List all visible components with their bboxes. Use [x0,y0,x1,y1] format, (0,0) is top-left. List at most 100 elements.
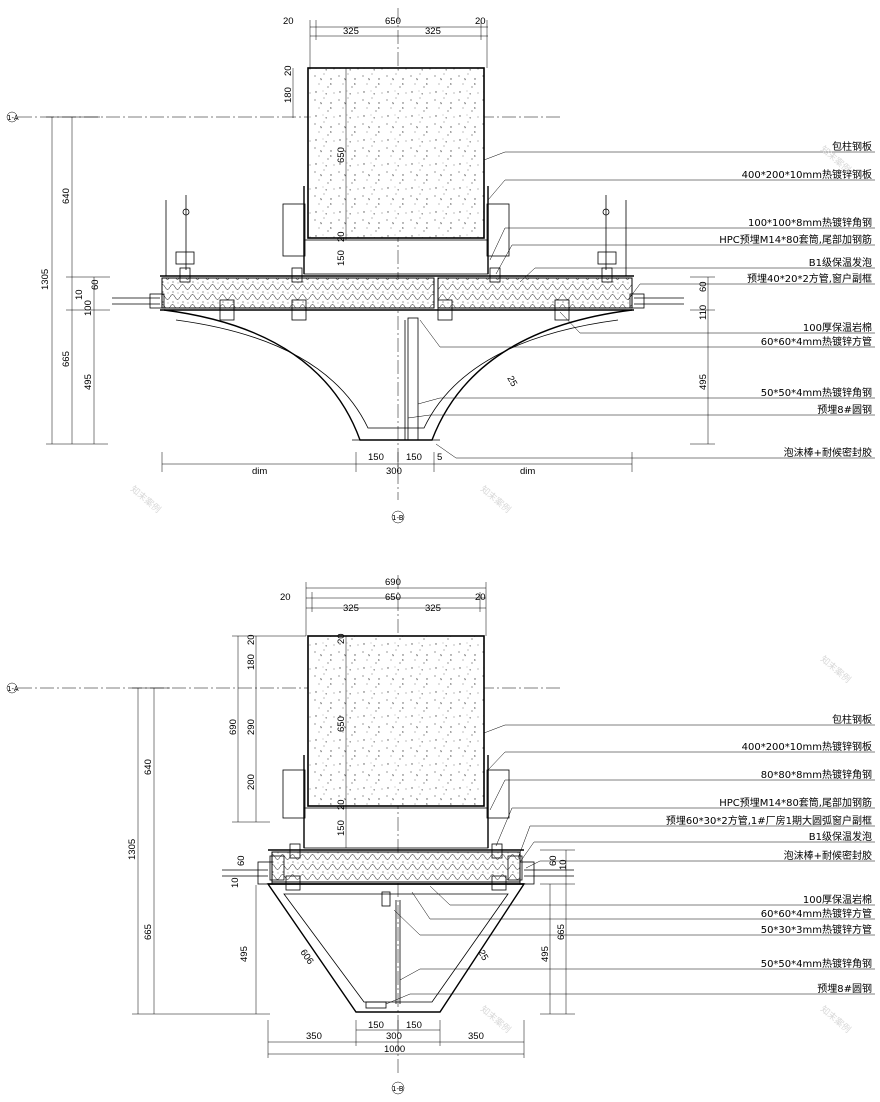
dim-text: 640 [143,759,154,775]
dim-text: 150 [406,1020,422,1031]
dim-text: 325 [343,26,359,37]
detail-2-callout-leaders [385,724,875,1005]
dim-text: 665 [61,351,72,367]
detail-1: 20 650 20 325 325 1-A 1-B [6,8,875,524]
axis-b-tag: 1-B [392,1085,404,1093]
dim-text: 290 [246,719,257,735]
callout-label: 100*100*8mm热镀锌角钢 [748,216,872,229]
callout-label: 预埋60*30*2方管,1#厂房1期大圆弧窗户副框 [666,814,872,827]
axis-a-tag: 1-A [7,114,19,122]
dim-text: 20 [246,634,257,645]
detail-2: 690 20 650 20 325 325 1-A 1-B [6,575,875,1095]
dim-text: 495 [83,374,94,390]
dim-text: 10 [558,859,569,870]
detail-1-callout-labels: 包柱钢板 400*200*10mm热镀锌钢板 100*100*8mm热镀锌角钢 … [719,140,872,459]
callout-label: 60*60*4mm热镀锌方管 [761,335,872,348]
callout-label: B1级保温发泡 [809,830,872,843]
dim-text: 665 [556,924,567,940]
watermarks: 知末案例 知末案例 知末案例 知末案例 知末案例 知末案例 [128,143,853,1035]
dim-text: 150 [368,1020,384,1031]
callout-label: 100厚保温岩棉 [803,321,872,334]
callout-label: 泡沫棒+耐候密封胶 [784,849,872,862]
detail-2-column-dimensions: 20 650 20 150 [336,633,347,848]
dim-text: 20 [283,65,294,76]
callout-label: 预埋8#圆钢 [817,403,872,416]
dim-text: 60 [236,855,247,866]
callout-label: B1级保温发泡 [809,256,872,269]
callout-label: 预埋40*20*2方管,窗户副框 [747,272,872,285]
detail-2-left-dimensions: 1305 640 665 690 180 290 200 20 60 10 49… [127,634,306,1015]
callout-label: 60*60*4mm热镀锌方管 [761,907,872,920]
dim-text: 20 [280,592,291,603]
dim-text: 60 [698,281,709,292]
dim-text: 180 [283,87,294,103]
detail-1-left-dimensions: 1305 640 665 10 100 60 495 [40,116,110,445]
angle-label: 25 [475,948,490,963]
dim-text: 5 [437,452,442,463]
detail-2-callout-labels: 包柱钢板 400*200*10mm热镀锌钢板 80*80*8mm热镀锌角钢 HP… [666,713,872,995]
dim-text: 100 [83,300,94,316]
dim-text: 495 [698,374,709,390]
angle-label: 25 [504,374,519,389]
detail-1-axis-b: 1-B [391,510,405,524]
callout-label: 包柱钢板 [832,713,872,726]
dim-text: 150 [336,820,347,836]
axis-b-tag: 1-B [392,514,404,522]
dim-text: 1305 [127,839,138,860]
dim-text: 690 [385,577,401,588]
dim-text: dim [252,466,267,477]
dim-text: dim [520,466,535,477]
dim-text: 650 [336,716,347,732]
detail-2-axis-b: 1-B [391,1081,405,1095]
detail-2-concrete-column [307,635,485,807]
callout-label: 50*30*3mm热镀锌方管 [761,923,872,936]
watermark-text: 知末案例 [128,483,163,515]
detail-2-trapezoid-shell [266,883,526,1013]
dim-text: 150 [406,452,422,463]
watermark-text: 知末案例 [818,653,853,685]
detail-2-steel-plate-right [486,769,510,819]
dim-text: 300 [386,1031,402,1042]
detail-1-steel-plate-right [486,203,510,257]
callout-label: 50*50*4mm热镀锌角钢 [761,386,872,399]
dim-text: 200 [246,774,257,790]
dim-text: 325 [343,603,359,614]
dim-text: 20 [283,16,294,27]
detail-1-steel-plate-left [282,203,306,257]
detail-2-steel-plate-left [282,769,306,819]
detail-1-insulation-slab-left [161,277,435,309]
dim-text: 150 [336,250,347,266]
callout-label: 包柱钢板 [832,140,872,153]
dim-text: 650 [336,147,347,163]
dim-text: 20 [475,592,486,603]
detail-2-window-frames [222,861,574,885]
watermark-text: 知末案例 [478,483,513,515]
detail-1-concrete-column [307,67,485,239]
detail-2-top-dimensions: 690 20 650 20 325 325 [280,577,487,636]
detail-2-insulation-slab [271,851,521,883]
detail-1-bottom-dimensions: 150 150 300 5 dim dim [161,452,633,477]
callout-label: HPC预埋M14*80套筒,尾部加钢筋 [719,796,872,809]
dim-text: 10 [74,289,85,300]
dim-text: 20 [336,633,347,644]
callout-label: 400*200*10mm热镀锌钢板 [742,740,872,753]
detail-1-column-dimensions: 20 180 650 20 150 [283,65,347,266]
callout-label: 泡沫棒+耐候密封胶 [784,446,872,459]
detail-1-column-base [303,239,489,275]
detail-1-right-dimensions: 60 110 495 [690,276,715,445]
axis-a-tag: 1-A [7,685,19,693]
callout-label: 400*200*10mm热镀锌钢板 [742,168,872,181]
dim-text: 350 [468,1031,484,1042]
detail-1-window-frames [112,293,684,309]
dim-text: 1305 [40,269,51,290]
callout-label: 预埋8#圆钢 [817,982,872,995]
dim-text: 20 [475,16,486,27]
dim-text: 350 [306,1031,322,1042]
detail-2-anchors [269,843,523,907]
detail-2-right-dimensions: 60 10 495 665 [540,849,575,1015]
dim-text: 110 [698,305,709,320]
dim-text: 325 [425,26,441,37]
callout-label: 100厚保温岩棉 [803,893,872,906]
detail-1-top-dimensions: 20 650 20 325 325 [283,16,488,68]
